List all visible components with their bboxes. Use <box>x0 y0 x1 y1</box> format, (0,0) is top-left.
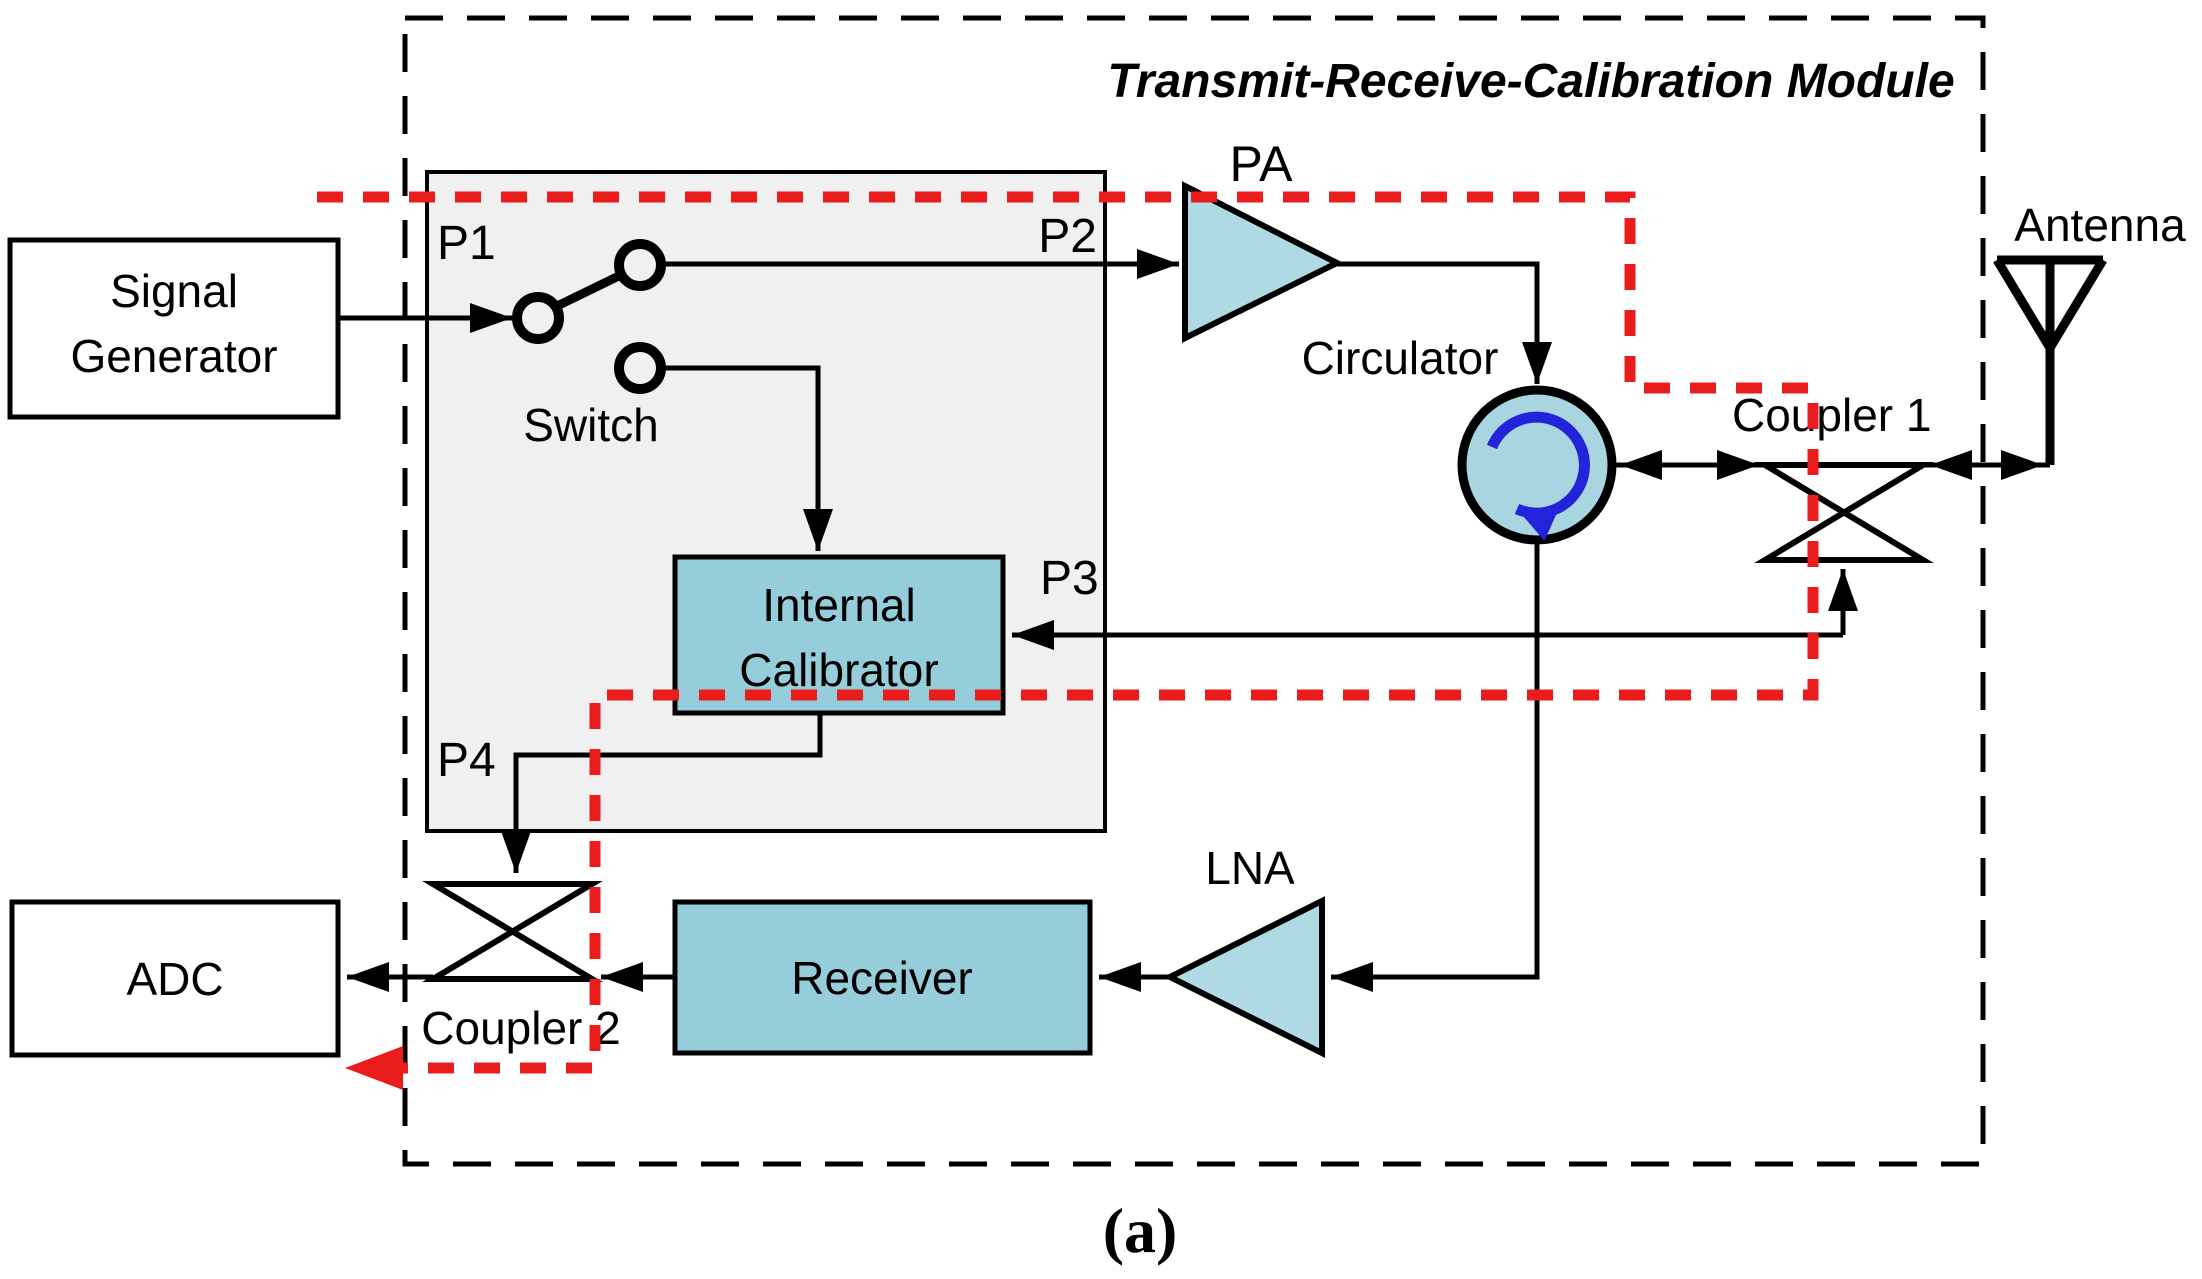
coupler1-symbol <box>1754 462 1934 563</box>
port-p4-label: P4 <box>437 734 496 787</box>
coupler2-label: Coupler 2 <box>421 1002 620 1054</box>
coupler1-label: Coupler 1 <box>1732 389 1931 441</box>
red-calibration-path-dashed <box>317 191 1819 1074</box>
pa-amplifier-triangle <box>1182 181 1344 343</box>
receiver-label: Receiver <box>791 952 973 1004</box>
internal-calibrator-label-line2: Calibrator <box>739 644 938 696</box>
signal-generator-label-line1: Signal <box>110 265 238 317</box>
wire-pa-to-circulator <box>1337 261 1552 384</box>
switch-throw1-contact <box>614 239 666 291</box>
antenna-icon <box>1993 255 2107 465</box>
lna-label: LNA <box>1205 842 1295 894</box>
antenna-label: Antenna <box>2014 199 2186 251</box>
signal-generator-label-line2: Generator <box>70 330 277 382</box>
port-p2-label: P2 <box>1038 210 1097 263</box>
port-p3-label: P3 <box>1040 552 1099 605</box>
figure-caption: (a) <box>1103 1195 1178 1266</box>
circulator-symbol <box>1457 385 1617 545</box>
switch-label: Switch <box>523 399 658 451</box>
adc-box <box>9 899 341 1058</box>
switch-blade <box>549 267 629 314</box>
wire-calibrator-p4-to-coupler2 <box>501 713 823 873</box>
wire-switch-to-calibrator <box>660 365 833 551</box>
wire-circulator-to-lna <box>1331 540 1540 992</box>
switch-submodule-panel <box>425 170 1107 833</box>
spdt-switch-symbol <box>512 239 666 394</box>
internal-calibrator-label-line1: Internal <box>762 579 915 631</box>
pa-label: PA <box>1230 136 1294 192</box>
module-title: Transmit-Receive-Calibration Module <box>1107 55 1954 108</box>
circulation-direction-arrow-icon <box>1486 411 1590 541</box>
receiver-box <box>672 899 1093 1056</box>
lna-amplifier-triangle <box>1163 896 1325 1058</box>
switch-throw2-contact <box>614 342 666 394</box>
adc-label: ADC <box>126 953 223 1005</box>
signal-generator-box <box>7 237 341 420</box>
internal-calibrator-box <box>672 554 1006 716</box>
red-calibration-path-arrowhead <box>345 1046 403 1090</box>
switch-pole-contact <box>512 292 564 344</box>
coupler2-symbol <box>422 881 603 982</box>
circulator-label: Circulator <box>1302 332 1499 384</box>
port-p1-label: P1 <box>437 217 496 270</box>
